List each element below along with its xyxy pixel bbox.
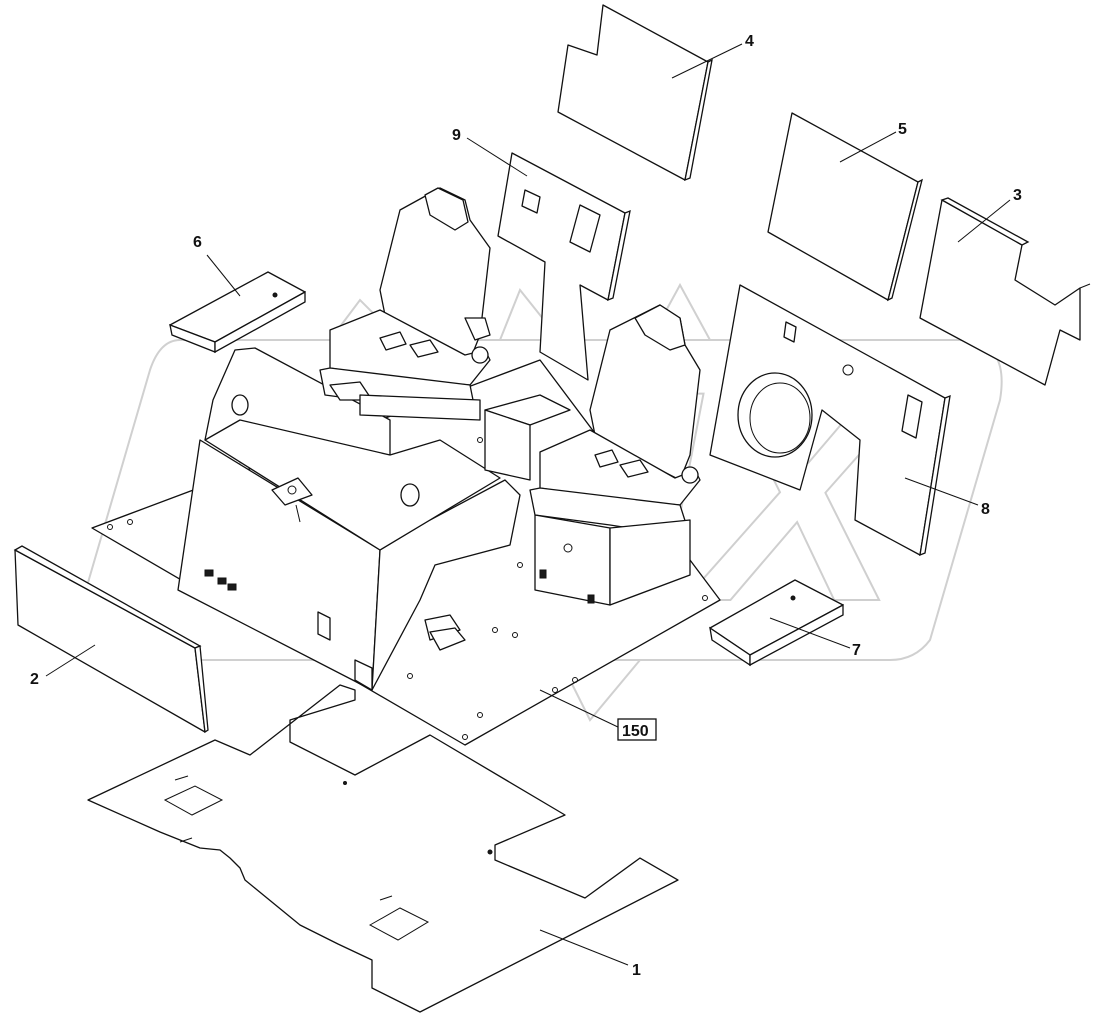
dashboard-console [177,347,521,691]
leader-150 [539,689,621,729]
callout-7: 7 [852,642,861,659]
part-6-shelf-block [169,271,306,354]
callout-6: 6 [193,234,202,251]
leader-9 [466,137,528,177]
part-5-upper-right-panel [767,112,923,302]
part-3-rear-right-panel [919,197,1091,386]
leader-4 [671,43,743,79]
callouts: 1 2 3 4 5 6 7 8 9 [30,33,1022,979]
leader-1 [539,929,629,966]
callout-8: 8 [981,501,990,518]
part-4-top-panel [557,4,713,182]
leader-6 [206,254,241,297]
callout-9: 9 [452,127,461,144]
callout-4: 4 [745,33,754,50]
part-1-floor-mat [87,684,679,1013]
seat-left [319,187,491,421]
leader-3 [957,199,1011,243]
part-2-front-panel [13,545,209,734]
part-7-side-block [709,579,844,667]
leader-2 [45,644,96,677]
leader-5 [839,131,897,163]
leader-8 [904,477,979,506]
part-9-rear-left-panel [497,152,631,381]
seat-right [484,304,701,606]
leader-lines [45,43,1011,966]
callout-5: 5 [898,121,907,138]
callout-3: 3 [1013,187,1022,204]
reference-box-150: 150 [617,718,657,741]
callout-1: 1 [632,962,641,979]
part-8-rear-bulkhead [709,284,951,557]
leader-7 [769,617,851,649]
callout-2: 2 [30,671,39,688]
reference-label: 150 [622,723,649,740]
